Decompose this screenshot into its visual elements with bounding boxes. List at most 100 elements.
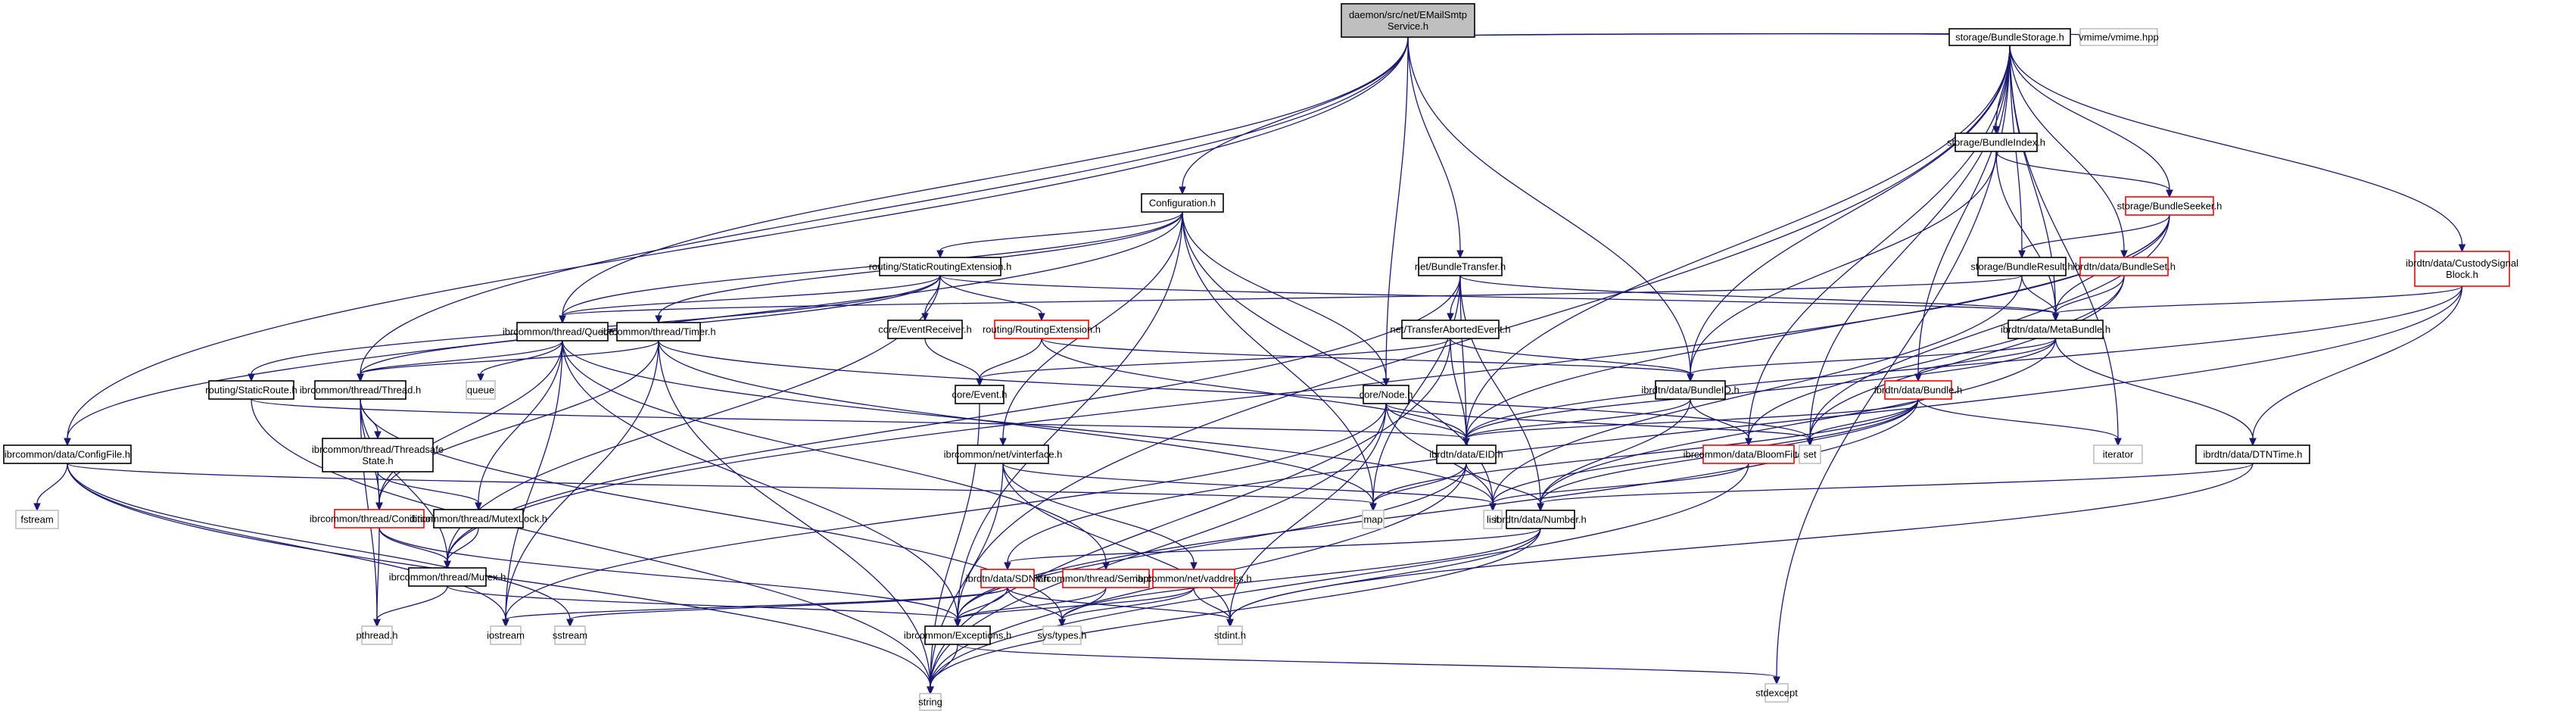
edge-sdnv-to-sstream bbox=[566, 587, 1008, 628]
graph-node-bundleseeker[interactable]: storage/BundleSeeker.h bbox=[2117, 196, 2222, 216]
edge-line bbox=[2009, 45, 2170, 191]
graph-node-sdnv[interactable]: ibrdtn/data/SDNV.h bbox=[966, 569, 1050, 588]
edge-timer-to-set bbox=[658, 340, 1814, 447]
graph-node-timer[interactable]: ibrcommon/thread/Timer.h bbox=[601, 322, 716, 341]
graph-node-configfile[interactable]: ibrcommon/data/ConfigFile.h bbox=[3, 444, 132, 464]
edge-line bbox=[360, 340, 659, 375]
edge-line bbox=[447, 585, 958, 620]
graph-node-bundletransfer[interactable]: net/BundleTransfer.h bbox=[1415, 257, 1506, 276]
graph-node-stdint: stdint.h bbox=[1214, 625, 1246, 645]
graph-node-bundleset[interactable]: ibrdtn/data/BundleSet.h bbox=[2073, 257, 2176, 276]
graph-node-vaddress[interactable]: ibrcommon/net/vaddress.h bbox=[1135, 569, 1252, 588]
arrowhead-icon bbox=[1190, 562, 1198, 571]
graph-node-number[interactable]: ibrdtn/data/Number.h bbox=[1494, 510, 1587, 529]
node-box bbox=[1363, 385, 1409, 404]
graph-node-bundleindex[interactable]: storage/BundleIndex.h bbox=[1947, 133, 2045, 152]
arrowhead-icon bbox=[357, 373, 364, 382]
graph-node-staticroute[interactable]: routing/StaticRoute.h bbox=[205, 380, 297, 400]
edge-dtntime-to-number bbox=[1537, 463, 2254, 512]
graph-node-bundleresult[interactable]: storage/BundleResult.h bbox=[1970, 257, 2073, 276]
graph-node-configuration[interactable]: Configuration.h bbox=[1141, 193, 1224, 213]
graph-node-bundle[interactable]: ibrdtn/data/Bundle.h bbox=[1874, 380, 1962, 400]
graph-node-queue: queue bbox=[466, 380, 496, 400]
graph-node-iterator: iterator bbox=[2093, 444, 2143, 464]
edge-line bbox=[1450, 338, 1467, 439]
node-label: iostream bbox=[487, 630, 525, 641]
edge-line bbox=[957, 587, 1107, 620]
edge-semaphore-to-exceptions bbox=[954, 587, 1107, 628]
edge-line bbox=[2054, 338, 2254, 439]
edge-bundletransfer-to-mutex bbox=[444, 275, 1461, 569]
node-label: Configuration.h bbox=[1149, 198, 1216, 209]
node-label: queue bbox=[467, 385, 494, 396]
graph-node-thread[interactable]: ibrcommon/thread/Thread.h bbox=[300, 380, 421, 400]
graph-node-queue[interactable]: ibrcommon/thread/Queue.h bbox=[503, 322, 622, 341]
node-label: net/TransferAbortedEvent.h bbox=[1390, 324, 1510, 335]
graph-node-eid[interactable]: ibrdtn/data/EID.h bbox=[1429, 444, 1503, 464]
edge-line bbox=[1193, 587, 1231, 620]
arrowhead-icon bbox=[936, 250, 944, 259]
node-box bbox=[1141, 193, 1224, 213]
graph-node-eventreceiver[interactable]: core/EventReceiver.h bbox=[878, 320, 972, 339]
edge-line bbox=[1459, 275, 1467, 439]
edge-custodysignalblock-to-eid bbox=[1462, 285, 2463, 447]
arrowhead-icon bbox=[2458, 244, 2466, 253]
arrowhead-icon bbox=[1462, 438, 1470, 447]
node-label: storage/BundleResult.h bbox=[1970, 261, 2073, 273]
edge-line bbox=[957, 644, 1777, 678]
graph-node-bloomfilter[interactable]: ibrcommon/data/BloomFilter.h bbox=[1684, 444, 1814, 464]
edge-configfile-to-fstream bbox=[33, 463, 68, 512]
edge-line bbox=[377, 471, 479, 504]
edge-line bbox=[1007, 528, 1541, 563]
arrowhead-icon bbox=[1058, 619, 1066, 628]
graph-node-bundleid[interactable]: ibrdtn/data/BundleID.h bbox=[1641, 380, 1740, 400]
edge-custodysignalblock-to-dtntime bbox=[2249, 285, 2463, 447]
graph-node-transferabortedevent[interactable]: net/TransferAbortedEvent.h bbox=[1390, 320, 1511, 339]
edge-node-to-eid bbox=[1385, 403, 1470, 447]
edge-line bbox=[378, 340, 563, 504]
node-label: core/Event.h bbox=[952, 389, 1008, 401]
edge-bundlestorage-to-metabundle bbox=[2009, 45, 2060, 322]
graph-node-semaphore[interactable]: ibrcommon/thread/Semaphore.h bbox=[1036, 569, 1176, 588]
graph-node-staticroutingextension[interactable]: routing/StaticRoutingExtension.h bbox=[869, 257, 1012, 276]
edge-line bbox=[1229, 463, 2254, 620]
graph-node-bundlestorage[interactable]: storage/BundleStorage.h bbox=[1948, 28, 2071, 46]
graph-node-mutexlock[interactable]: ibrcommon/thread/MutexLock.h bbox=[410, 509, 547, 529]
node-label: routing/StaticRoutingExtension.h bbox=[869, 261, 1012, 273]
node-label: ibrcommon/thread/Semaphore.h bbox=[1036, 573, 1176, 585]
graph-node-node[interactable]: core/Node.h bbox=[1360, 385, 1413, 404]
edge-line bbox=[360, 36, 1409, 375]
edge-bundleindex-to-bundleseeker bbox=[1995, 151, 2173, 198]
edge-line bbox=[1002, 463, 1494, 504]
graph-node-conditional[interactable]: ibrcommon/thread/Conditional.h bbox=[310, 509, 449, 529]
edge-line bbox=[480, 340, 563, 375]
edge-line bbox=[447, 527, 479, 562]
edge-line bbox=[569, 587, 1008, 620]
edge-dtntime-to-stdint bbox=[1226, 463, 2254, 628]
graph-node-vinterface[interactable]: ibrcommon/net/vinterface.h bbox=[944, 444, 1063, 464]
edge-line bbox=[2021, 275, 2057, 314]
node-box bbox=[1977, 257, 2067, 276]
graph-node-metabundle[interactable]: ibrdtn/data/MetaBundle.h bbox=[2001, 320, 2110, 339]
graph-node-dtntime[interactable]: ibrdtn/data/DTNTime.h bbox=[2195, 444, 2310, 464]
graph-node-routingextension[interactable]: routing/RoutingExtension.h bbox=[983, 320, 1101, 339]
node-box bbox=[433, 509, 524, 529]
graph-node-exceptions[interactable]: ibrcommon/Exceptions.h bbox=[904, 625, 1011, 645]
node-label: string bbox=[918, 697, 942, 708]
edge-line bbox=[562, 36, 1409, 317]
edge-bundle-to-iterator bbox=[1917, 398, 2122, 447]
edge-line bbox=[1466, 398, 1919, 439]
edge-number-to-sdnv bbox=[1004, 528, 1541, 571]
arrowhead-icon bbox=[1914, 373, 1922, 382]
graph-node-mutex[interactable]: ibrcommon/thread/Mutex.h bbox=[389, 567, 506, 587]
node-label: sys/types.h bbox=[1037, 630, 1086, 641]
edge-root-to-bundletransfer bbox=[1407, 36, 1464, 259]
edge-line bbox=[1690, 151, 1997, 375]
edge-line bbox=[939, 275, 1042, 314]
node-label: iterator bbox=[2103, 449, 2134, 460]
graph-node-event[interactable]: core/Event.h bbox=[952, 385, 1008, 404]
edge-thread-to-mutex bbox=[360, 398, 451, 569]
